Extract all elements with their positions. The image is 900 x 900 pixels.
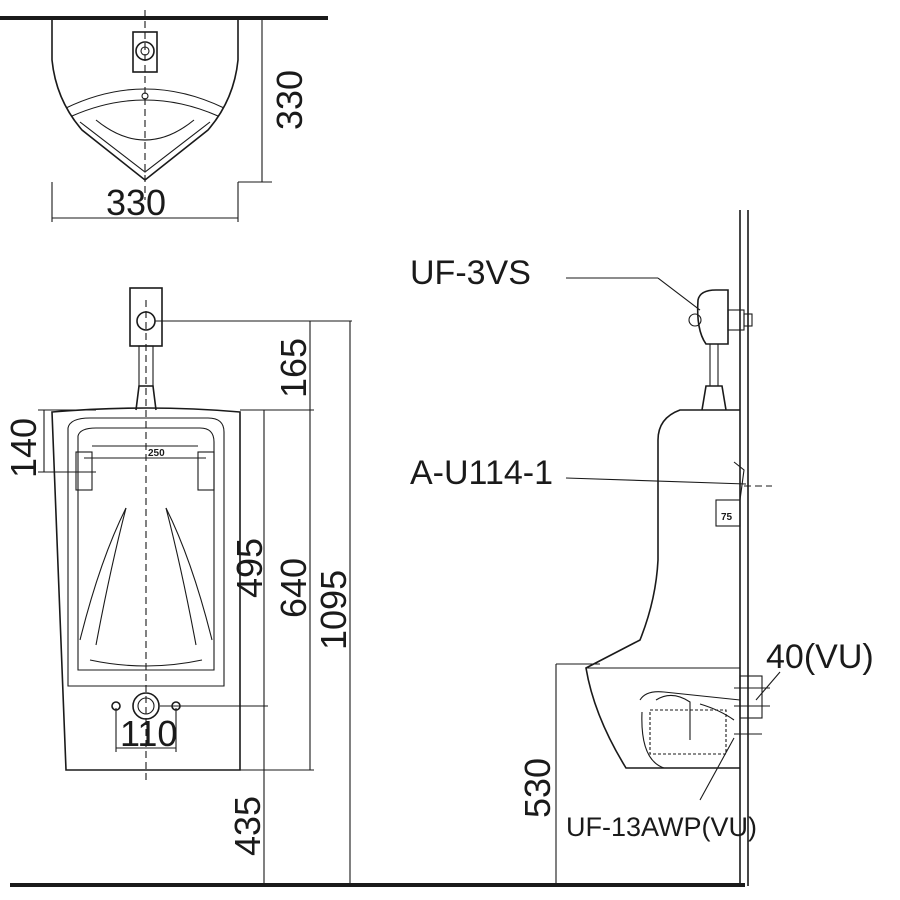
side-outlet-fitting [739,675,763,719]
side-body-outline [585,409,740,769]
bracket-spacing-dimension: 140 [3,418,44,478]
trap-label: UF-13AWP(VU) [566,812,757,842]
top-width-dimension: 330 [106,182,166,223]
front-bracket-left [75,451,93,491]
outlet-spacing-dimension: 110 [120,713,177,754]
trap-height-dimension: 530 [517,758,558,818]
top-view: 330 330 [0,10,328,223]
bracket-inner-dimension: 250 [148,448,165,459]
body-height-dimension: 640 [273,558,314,618]
front-bracket-right [197,451,215,491]
body-upper-dimension: 495 [229,538,270,598]
side-trap-chamber [649,709,727,755]
hanger-label: A-U114-1 [410,454,553,492]
top-depth-dimension: 330 [269,70,310,130]
floor-to-outlet-dimension: 435 [227,796,268,856]
outlet-size-label: 40(VU) [766,638,874,676]
flush-valve-label: UF-3VS [410,254,531,292]
side-flush-valve [696,289,729,345]
side-hanger [715,499,741,527]
side-view: 75 530 [517,210,781,886]
total-height-dimension: 1095 [313,570,354,650]
front-view: 250 110 140 165 495 640 1095 [3,287,354,884]
front-spud [135,385,157,411]
bracket-depth-dimension: 75 [721,512,733,523]
flush-valve-height-dimension: 165 [273,338,314,398]
